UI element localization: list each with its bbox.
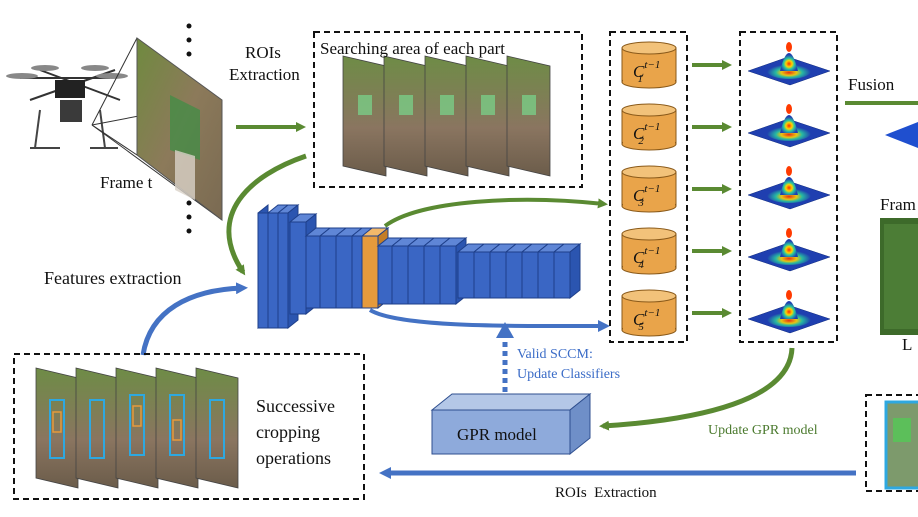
searching-area-label: Searching area of each part xyxy=(320,39,505,58)
classifier-to-heatmap-arrows xyxy=(692,60,732,318)
cnn-network xyxy=(257,203,582,330)
arrow-gpr-validate-head xyxy=(496,322,514,338)
arrow-cnn-to-classifiers xyxy=(383,197,608,228)
rois-extraction-top-line1: ROIs xyxy=(245,43,281,62)
valid-sccm-label: Valid SCCM: xyxy=(517,347,593,362)
arrow-cnn-to-classifiers-blue xyxy=(368,308,610,333)
arrow-crops-to-cnn xyxy=(140,282,248,356)
target-box-partial xyxy=(865,394,918,492)
features-extraction-label: Features extraction xyxy=(44,268,181,288)
response-heatmaps xyxy=(747,42,831,334)
gpr-model-label: GPR model xyxy=(457,425,537,444)
search-area-box xyxy=(313,31,583,188)
response-heatmap xyxy=(747,42,831,86)
frame-t-label: Frame t xyxy=(100,173,153,192)
search-crops xyxy=(342,55,551,177)
cropping-images xyxy=(35,367,239,489)
response-heatmap xyxy=(747,228,831,272)
classifier-box xyxy=(609,31,688,343)
fusion-label: Fusion xyxy=(848,75,895,94)
right-frame-foliage xyxy=(884,224,918,329)
target-image-partial xyxy=(884,400,918,490)
fusion-result-partial xyxy=(885,122,918,148)
cropping-box xyxy=(13,353,365,500)
update-gpr-label: Update GPR model xyxy=(708,423,818,438)
l-partial-label: L xyxy=(902,335,912,354)
heatmap-box xyxy=(739,31,838,343)
response-heatmap xyxy=(747,166,831,210)
frame-t-image xyxy=(136,37,223,222)
ellipsis-dots xyxy=(186,23,192,234)
operations-label: operations xyxy=(256,448,331,468)
response-heatmap xyxy=(747,290,831,334)
rois-extraction-bottom-label: ROIs Extraction xyxy=(555,485,657,501)
gpr-model-box xyxy=(430,392,592,456)
target-person xyxy=(893,418,911,442)
arrow-update-gpr xyxy=(599,347,795,431)
successive-label: Successive xyxy=(256,396,335,416)
drone-icon xyxy=(6,65,128,149)
arrow-search-to-cnn xyxy=(226,153,307,276)
update-classifiers-label: Update Classifiers xyxy=(517,367,620,382)
cropping-label: cropping xyxy=(256,422,320,442)
response-heatmap xyxy=(747,104,831,148)
rois-extraction-top-line2: Extraction xyxy=(229,65,300,84)
frame-partial-label: Fram xyxy=(880,195,916,214)
